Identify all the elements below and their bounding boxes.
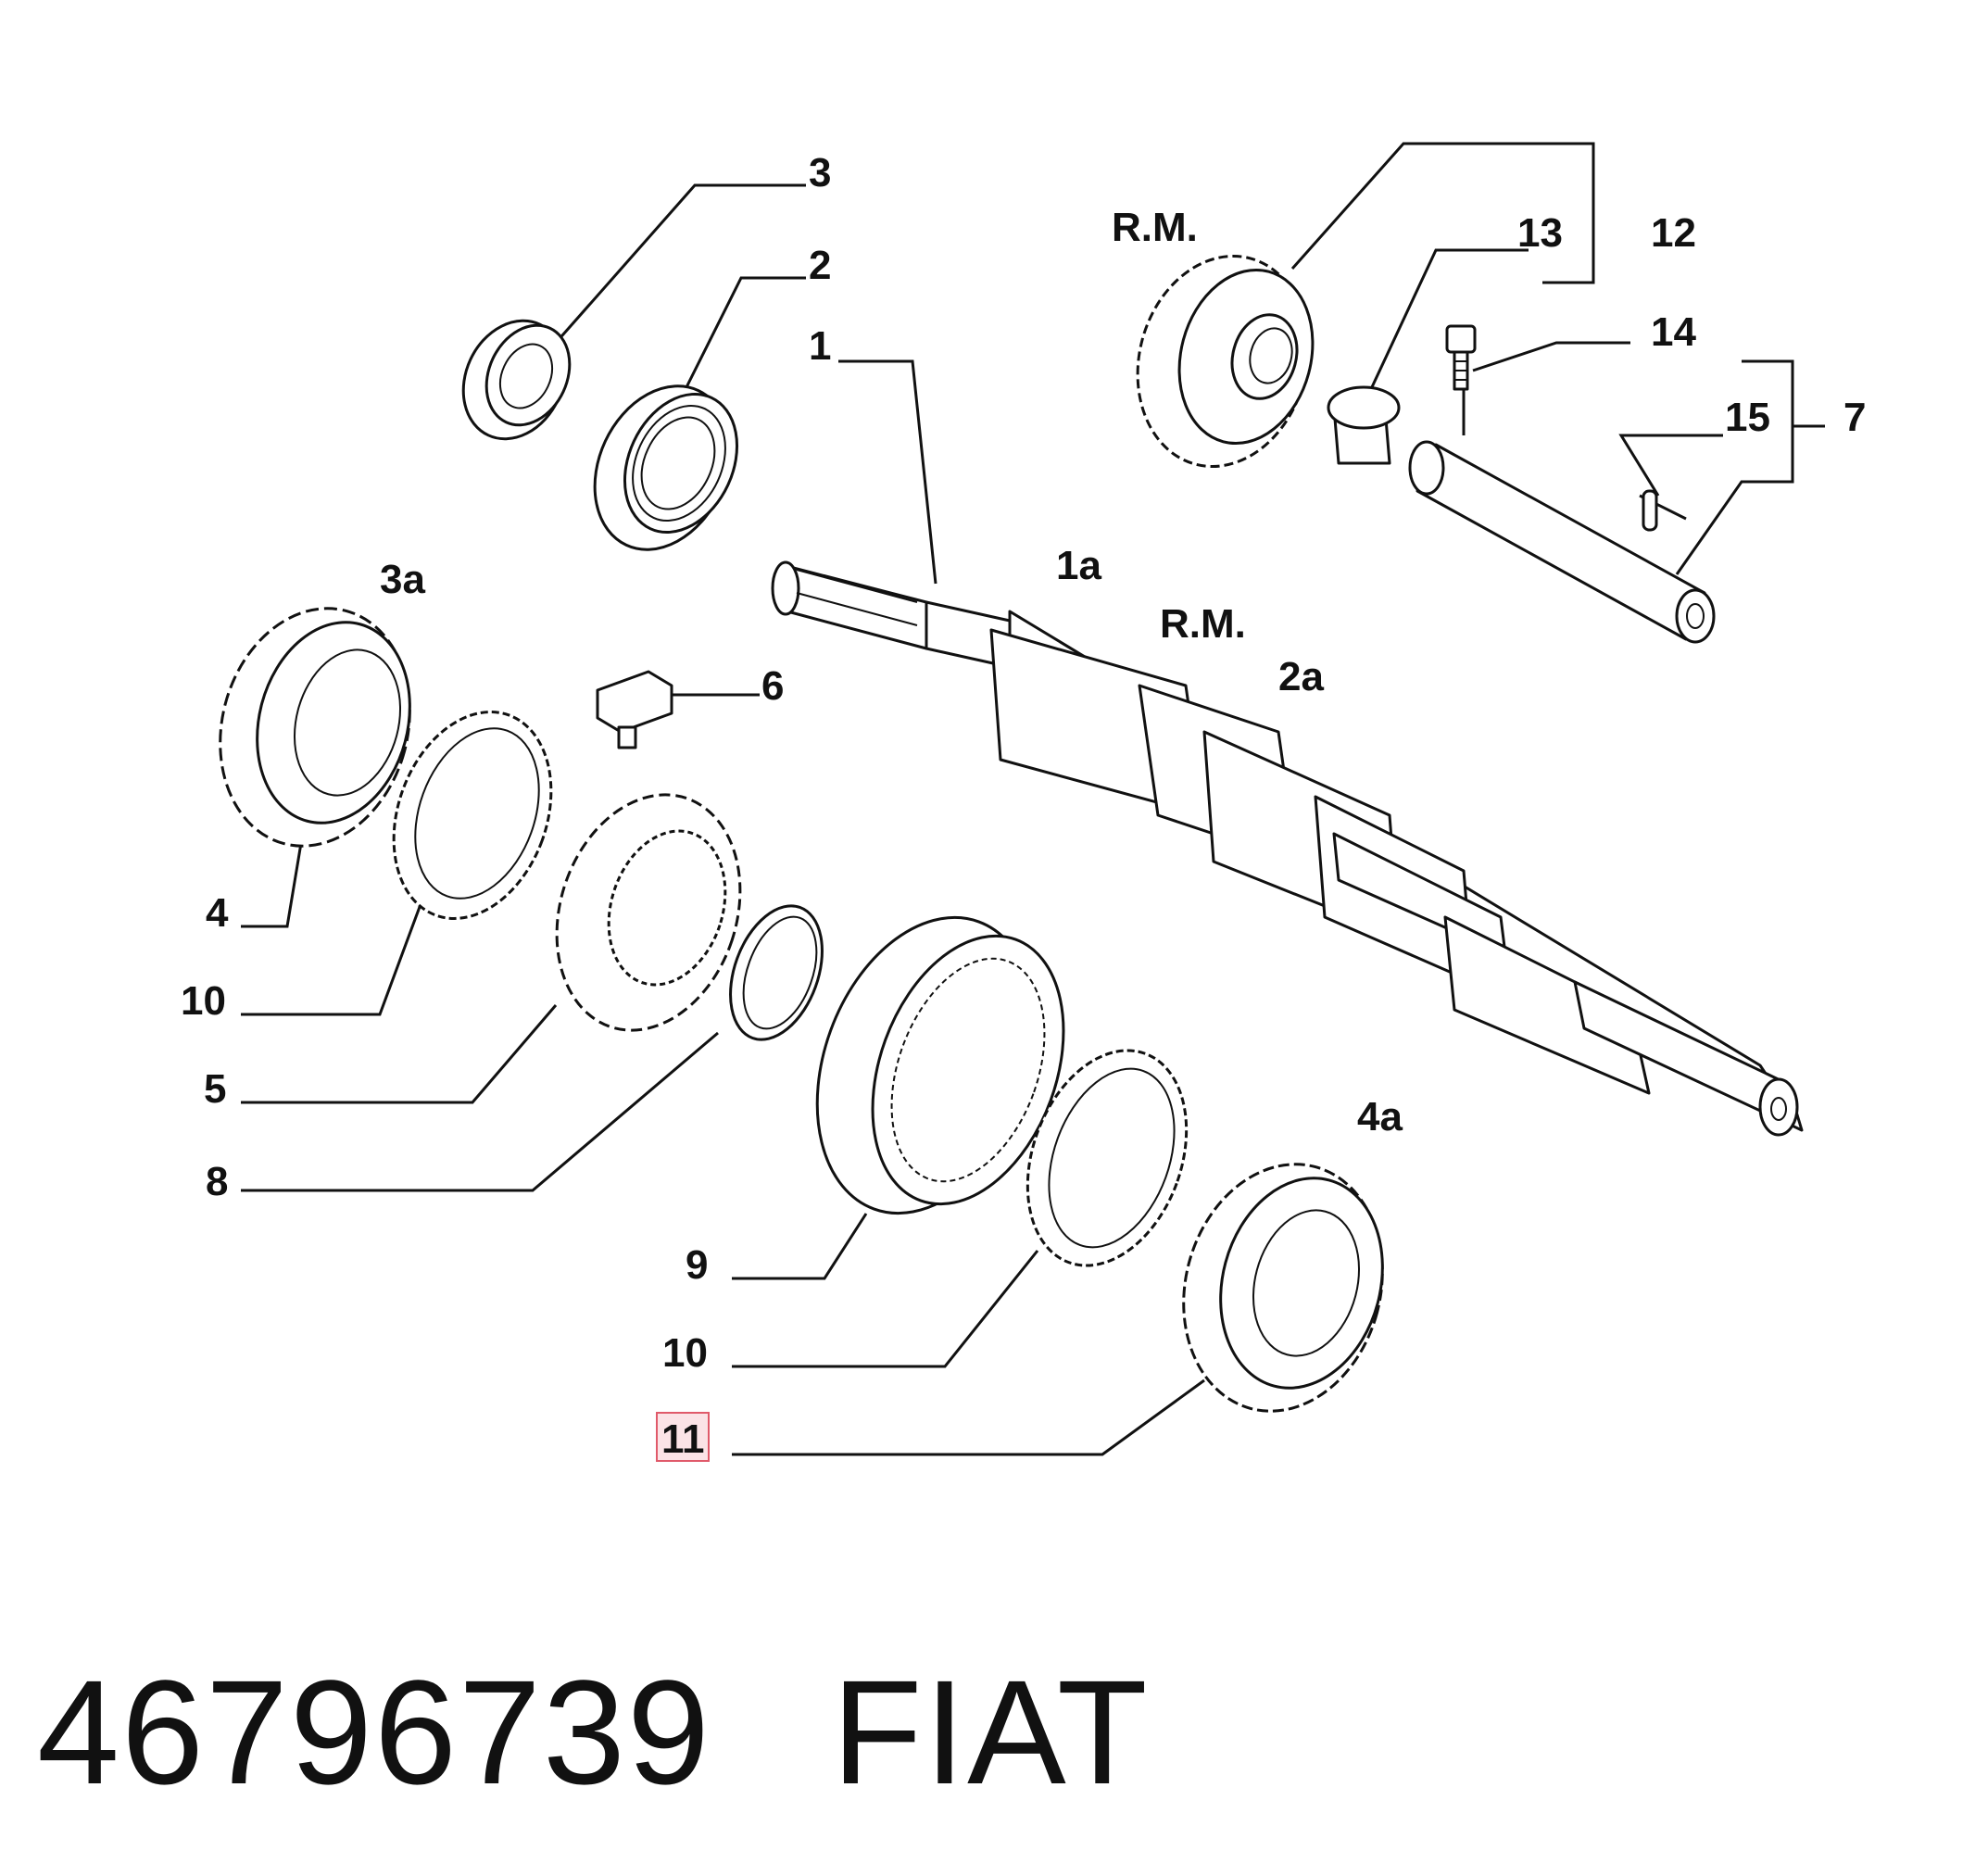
callout-2a: 2a — [1278, 654, 1324, 699]
callout-13: 13 — [1517, 210, 1563, 256]
main-shaft-1 — [771, 560, 1804, 1137]
callout-8: 8 — [206, 1159, 228, 1204]
callout-4a: 4a — [1357, 1094, 1403, 1139]
callout-9: 9 — [686, 1242, 708, 1288]
exploded-gearbox-diagram: 3 2 1 3a 1a R.M. 2a R.M. 13 12 14 15 7 6… — [181, 142, 1866, 1462]
callout-10-left: 10 — [181, 978, 226, 1024]
callout-11: 11 — [661, 1416, 705, 1462]
bearing-2 — [593, 384, 739, 551]
callout-3: 3 — [809, 150, 831, 195]
key-6 — [596, 670, 673, 749]
synchro-ring-10-left — [392, 711, 553, 920]
sliding-sleeve-9 — [815, 915, 1065, 1215]
callout-rm-top: R.M. — [1112, 205, 1198, 250]
callout-7: 7 — [1843, 395, 1866, 440]
reverse-idler-gear — [1136, 255, 1315, 468]
callout-1a: 1a — [1056, 543, 1101, 588]
callout-5: 5 — [204, 1066, 226, 1112]
callout-4: 4 — [206, 890, 229, 936]
brand-name: FIAT — [831, 1649, 1150, 1815]
callout-10-bottom: 10 — [662, 1330, 708, 1376]
highlight-box-11 — [656, 1412, 710, 1462]
gear-4 — [219, 607, 411, 848]
reverse-shaft-7 — [1408, 440, 1716, 644]
part-number: 46796739 — [37, 1649, 711, 1815]
callout-6: 6 — [761, 663, 784, 709]
bearing-3 — [461, 319, 572, 441]
gear-11 — [1182, 1163, 1384, 1413]
bolt-14 — [1445, 324, 1477, 391]
callout-12: 12 — [1651, 210, 1696, 256]
callout-2: 2 — [809, 243, 831, 288]
callout-rm-shaft: R.M. — [1160, 601, 1246, 647]
bush-13 — [1327, 385, 1401, 465]
leader-lines — [241, 142, 1825, 1456]
callout-15: 15 — [1725, 395, 1770, 440]
part-footer: 46796739 FIAT — [37, 1630, 1150, 1834]
pin-15 — [1642, 489, 1658, 532]
callout-1: 1 — [809, 323, 831, 369]
callout-3a: 3a — [380, 557, 425, 602]
synchro-hub-5 — [555, 793, 742, 1032]
callout-labels: 3 2 1 3a 1a R.M. 2a R.M. 13 12 14 15 7 6… — [181, 150, 1866, 1462]
synchro-ring-10-bottom — [1025, 1049, 1189, 1267]
circlip-8 — [729, 904, 824, 1041]
callout-14: 14 — [1651, 309, 1696, 355]
